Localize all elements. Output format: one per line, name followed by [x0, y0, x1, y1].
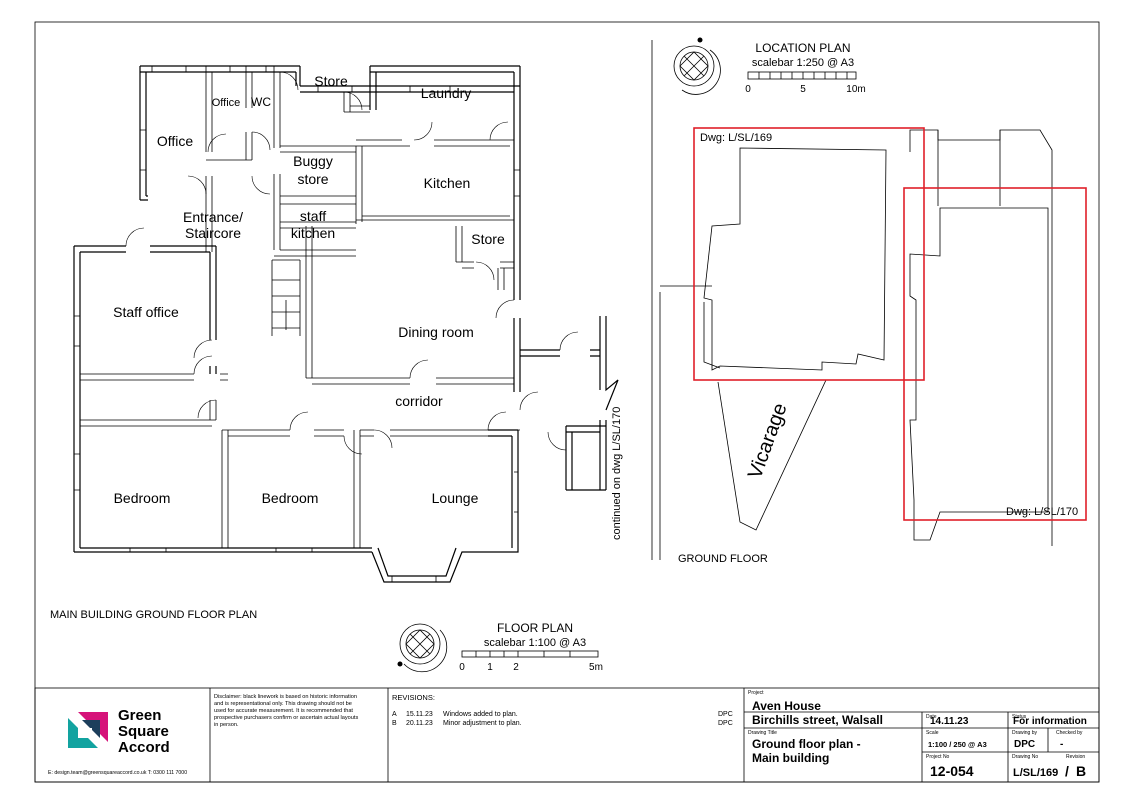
brand-line-2: Square [118, 723, 169, 740]
svg-text:20.11.23: 20.11.23 [406, 720, 433, 727]
room-label-dining-room: Dining room [398, 324, 473, 340]
svg-text:Windows added to plan.: Windows added to plan. [443, 711, 518, 718]
location-scale-tick-5: 5 [800, 84, 806, 95]
scale-value: 1:100 / 250 @ A3 [928, 740, 987, 749]
room-label-office-small: Office [212, 97, 241, 109]
drawing-title-label: Drawing Title [748, 730, 777, 736]
room-label-wc: WC [251, 95, 271, 109]
floor-scale-title: FLOOR PLAN [497, 621, 573, 635]
north-arrow-floor [397, 623, 448, 673]
project-name: Aven House [752, 699, 821, 713]
disclaimer-line-3: used for accurate measurement. It is rec… [214, 708, 353, 714]
floor-scalebar [461, 650, 599, 658]
floor-scale-tick-2: 2 [513, 662, 519, 673]
disclaimer-line-2: and is representational only. This drawi… [214, 701, 352, 707]
north-arrow-location [673, 37, 721, 95]
contact-line: E: design.team@greensquareaccord.co.uk T… [48, 770, 187, 776]
room-label-bedroom-2: Bedroom [262, 490, 319, 506]
room-label-buggy-store-2: store [297, 171, 328, 187]
svg-text:DPC: DPC [718, 711, 733, 718]
revision-row-a: A 15.11.23 Windows added to plan. DPC [392, 711, 733, 718]
sheet-border [34, 21, 1100, 783]
disclaimer-line-4: prospective purchasers confirm or ascert… [214, 715, 358, 721]
location-scale-tick-10m: 10m [846, 84, 865, 95]
room-label-office: Office [157, 133, 194, 149]
project-address: Birchills street, Walsall [752, 713, 883, 727]
dwg-170-highlight [903, 187, 1087, 521]
scale-label: Scale [926, 730, 939, 736]
room-label-lounge: Lounge [432, 490, 479, 506]
dwg-170-label: Dwg: L/SL/170 [1006, 506, 1078, 518]
continued-note: continued on dwg L/SL/170 [611, 407, 623, 540]
location-scalebar [747, 71, 857, 80]
brand-line-1: Green [118, 707, 161, 724]
dwg-169-highlight [693, 127, 925, 381]
svg-text:15.11.23: 15.11.23 [406, 711, 433, 718]
disclaimer-line-5: in person. [214, 722, 239, 728]
room-label-laundry: Laundry [421, 85, 472, 101]
project-label: Project [748, 690, 764, 696]
room-label-kitchen: Kitchen [424, 175, 471, 191]
room-label-buggy-store-1: Buggy [293, 153, 333, 169]
company-logo [68, 712, 108, 748]
room-label-corridor: corridor [395, 393, 443, 409]
dwg-169-label: Dwg: L/SL/169 [700, 132, 772, 144]
revision-row-b: B 20.11.23 Minor adjustment to plan. DPC [392, 720, 733, 727]
drawing-no-label: Drawing No [1012, 754, 1038, 760]
svg-text:Minor adjustment to plan.: Minor adjustment to plan. [443, 720, 522, 727]
svg-text:DPC: DPC [718, 720, 733, 727]
plan-title: MAIN BUILDING GROUND FLOOR PLAN [50, 609, 257, 621]
checked-by-value: - [1060, 739, 1063, 750]
drawing-title-1: Ground floor plan - [752, 737, 861, 751]
floor-scale-text: scalebar 1:100 @ A3 [484, 637, 586, 649]
status-label: Status [1012, 714, 1027, 720]
room-label-entrance-2: Staircore [185, 225, 241, 241]
project-no-label: Project No [926, 754, 950, 760]
room-label-staff-kitchen-2: kitchen [291, 225, 335, 241]
location-scale-text: scalebar 1:250 @ A3 [752, 57, 854, 69]
room-label-store-mid: Store [471, 231, 505, 247]
ground-floor-label: GROUND FLOOR [678, 553, 768, 565]
drawn-by-value: DPC [1014, 739, 1035, 750]
date-value: 14.11.23 [930, 716, 969, 727]
floor-scale-tick-1: 1 [487, 662, 493, 673]
location-plan [651, 40, 1053, 560]
drawn-by-label: Drawing by [1012, 730, 1038, 736]
disclaimer-line-1: Disclaimer: black linework is based on h… [214, 694, 357, 700]
floor-scale-tick-0: 0 [459, 662, 465, 673]
floor-plan [73, 65, 619, 583]
floor-scale-tick-5m: 5m [589, 662, 603, 673]
room-label-staff-kitchen-1: staff [300, 208, 326, 224]
brand-line-3: Accord [118, 739, 170, 756]
room-label-entrance-1: Entrance/ [183, 209, 243, 225]
location-scale-tick-0: 0 [745, 84, 751, 95]
project-no-value: 12-054 [930, 763, 974, 779]
room-label-staff-office: Staff office [113, 304, 179, 320]
date-label: Date [926, 714, 937, 720]
checked-by-label: Checked by [1056, 730, 1083, 736]
room-label-bedroom-1: Bedroom [114, 490, 171, 506]
location-scale-title: LOCATION PLAN [755, 41, 850, 55]
revision-value: B [1076, 763, 1086, 779]
title-block [34, 687, 1100, 783]
svg-text:A: A [392, 711, 397, 718]
room-label-store-top: Store [314, 73, 348, 89]
revision-label: Revision [1066, 754, 1085, 760]
revisions-heading: REVISIONS: [392, 693, 435, 702]
drawing-no-value: L/SL/169 [1013, 767, 1058, 779]
drawing-title-2: Main building [752, 751, 829, 765]
status-value: For information [1013, 716, 1087, 727]
revision-slash: / [1065, 763, 1069, 779]
svg-text:B: B [392, 720, 397, 727]
